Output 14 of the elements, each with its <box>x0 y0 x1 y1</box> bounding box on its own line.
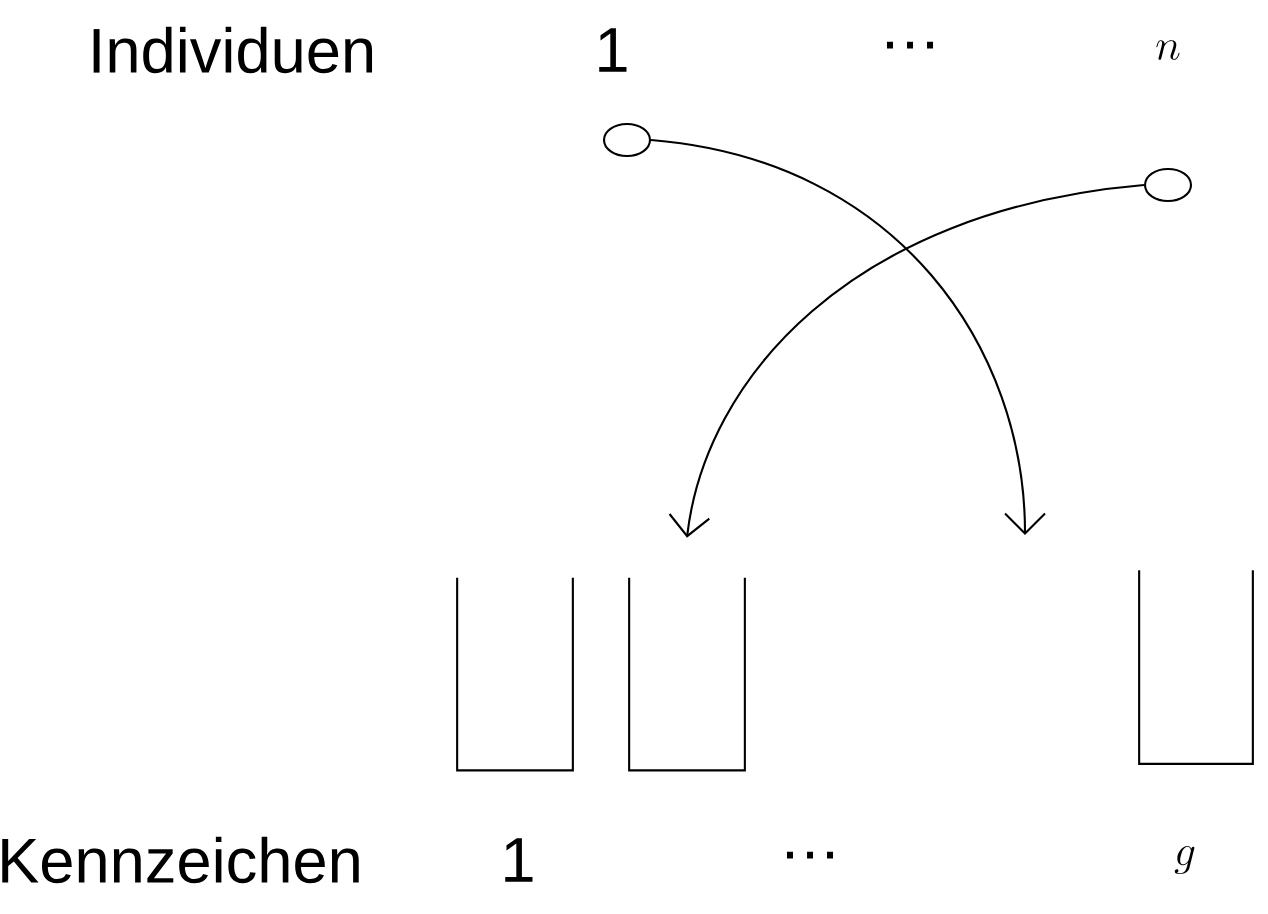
circle <box>602 122 652 158</box>
arrow <box>650 138 1046 535</box>
label: Individuen <box>93 26 373 74</box>
label: $g$ <box>1174 845 1195 875</box>
label: … <box>786 851 834 859</box>
arrow <box>668 183 1145 538</box>
label: Kennzeichen <box>2 836 359 884</box>
label: … <box>886 41 934 49</box>
label: $n$ <box>1156 40 1180 60</box>
circle <box>1143 167 1193 203</box>
open-bin <box>456 577 574 772</box>
open-bin <box>1138 570 1254 765</box>
open-bin <box>628 577 746 772</box>
label: 1 <box>505 838 533 882</box>
